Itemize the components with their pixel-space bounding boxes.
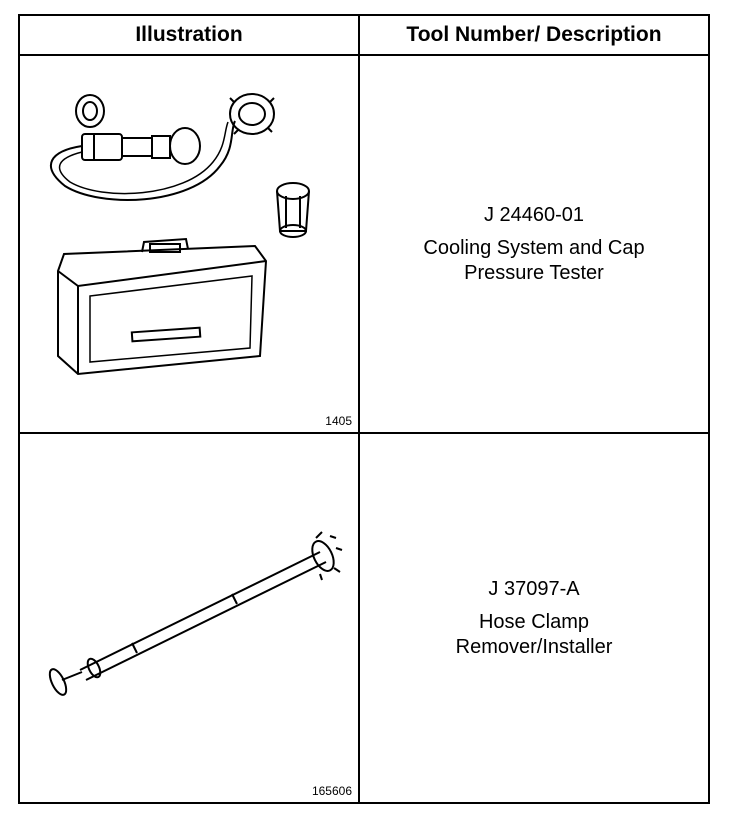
tool-description: Cooling System and Cap Pressure Tester — [423, 236, 645, 284]
tool-number: J 37097-A — [488, 577, 580, 600]
illustration-cell-pressure-tester: 1405 — [20, 56, 360, 434]
figure-number: 1405 — [325, 414, 352, 428]
tool-number: J 24460-01 — [483, 203, 585, 226]
header-illustration: Illustration — [20, 16, 360, 56]
header-tool-description: Tool Number/ Description — [360, 16, 708, 56]
tool-description: Hose Clamp Remover/Installer — [455, 610, 613, 658]
pressure-tester-illustration — [49, 93, 310, 376]
description-cell-hose-clamp-tool: J 37097-A Hose Clamp Remover/Installer — [360, 434, 708, 802]
figure-number: 165606 — [311, 784, 352, 798]
hose-clamp-tool-illustration — [48, 531, 343, 696]
illustration-cell-hose-clamp-tool: 165606 — [20, 434, 360, 802]
tool-table: Illustration Tool Number/ Description — [18, 14, 710, 804]
description-cell-pressure-tester: J 24460-01 Cooling System and Cap Pressu… — [360, 56, 708, 434]
